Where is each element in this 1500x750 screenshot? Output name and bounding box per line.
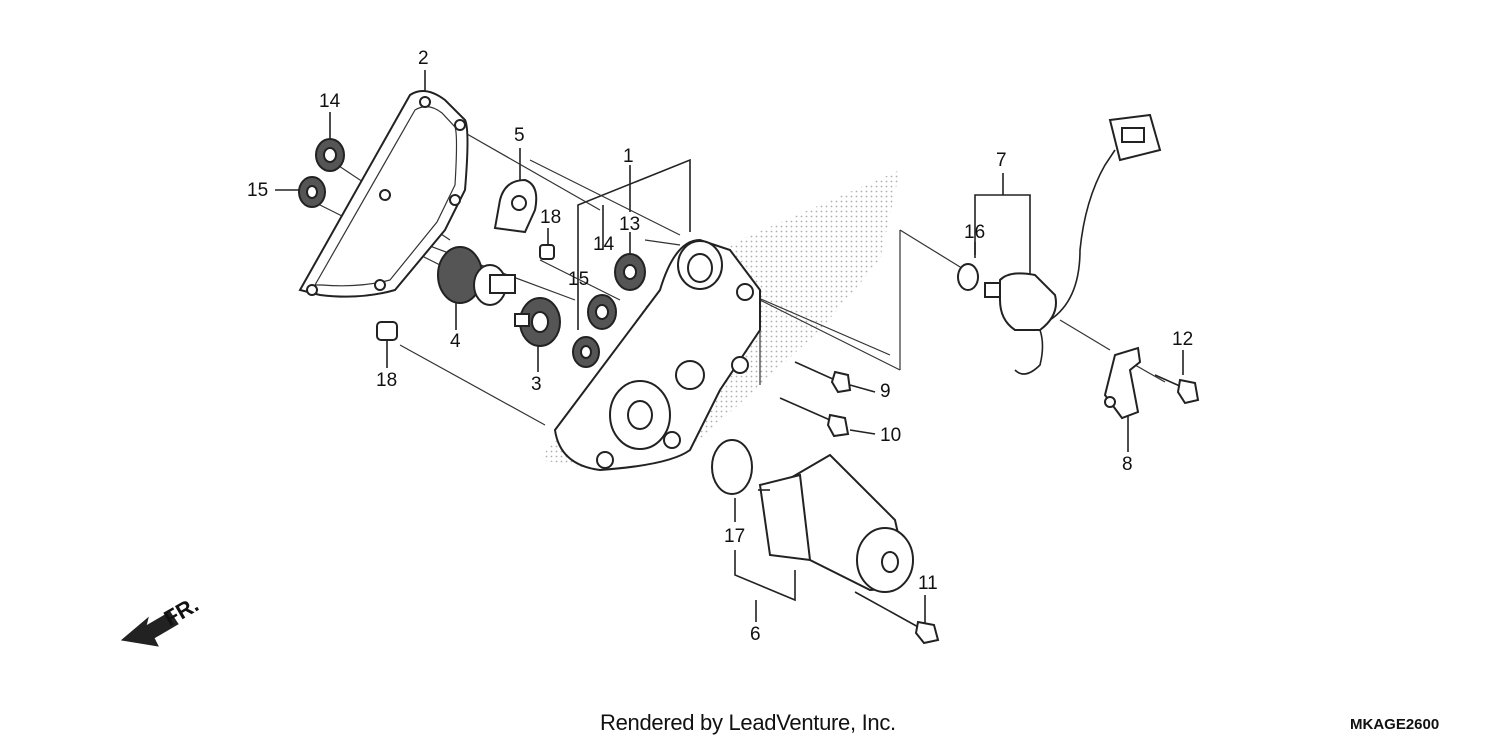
front-indicator: FR.: [120, 592, 203, 647]
label-18: 18: [540, 207, 561, 228]
label-4: 4: [450, 331, 461, 352]
label-18: 18: [376, 370, 397, 391]
gear-3: [514, 297, 561, 347]
label-15: 15: [247, 180, 268, 201]
diagram-code: MKAGE2600: [1350, 716, 1440, 733]
label-11: 11: [918, 573, 938, 594]
gear-4: [437, 246, 516, 306]
part-labels: 2 14 15 5 18 1 13 14 15 4 3 18 7 16 12 8…: [247, 48, 1193, 645]
label-17: 17: [724, 526, 745, 547]
bearing-bore: [306, 185, 318, 199]
bearing-bore: [595, 304, 609, 320]
label-9: 9: [880, 381, 891, 402]
bearing-bore: [580, 345, 592, 359]
bolt-11: [854, 591, 940, 645]
bolt-9: [794, 361, 852, 394]
label-8: 8: [1122, 454, 1133, 475]
gasket-hole: [379, 189, 391, 201]
label-14: 14: [593, 234, 615, 255]
label-2: 2: [418, 48, 429, 69]
o-ring-17: [711, 439, 753, 495]
label-5: 5: [514, 125, 525, 146]
label-1: 1: [623, 146, 634, 167]
label-16: 16: [964, 222, 985, 243]
label-14: 14: [319, 91, 341, 112]
label-6: 6: [750, 624, 761, 645]
front-arrow-icon: [120, 611, 179, 647]
gasket-hole: [454, 119, 466, 131]
o-ring-16: [957, 263, 979, 291]
dowel-pin-18-lower: [376, 321, 398, 341]
label-12: 12: [1172, 329, 1193, 350]
label-3: 3: [531, 374, 542, 395]
gasket-hole: [449, 194, 461, 206]
bolt-12: [1154, 374, 1200, 405]
bearing-bore: [323, 147, 337, 163]
bolt-10: [779, 397, 850, 438]
label-13: 13: [619, 214, 640, 235]
gear-housing: [553, 238, 761, 472]
bracket-hole: [1104, 396, 1116, 408]
gasket-hole: [374, 279, 386, 291]
render-credit: Rendered by LeadVenture, Inc.: [600, 710, 896, 735]
bearing-bore: [623, 264, 637, 280]
gasket-hole: [419, 96, 431, 108]
part-5-hole: [511, 195, 527, 211]
label-10: 10: [880, 425, 901, 446]
dowel-pin-18-upper: [539, 244, 555, 260]
gasket-hole: [306, 284, 318, 296]
label-15: 15: [568, 269, 589, 290]
motor-6: [758, 453, 914, 593]
label-7: 7: [996, 150, 1007, 171]
sensor-7: [984, 113, 1162, 375]
